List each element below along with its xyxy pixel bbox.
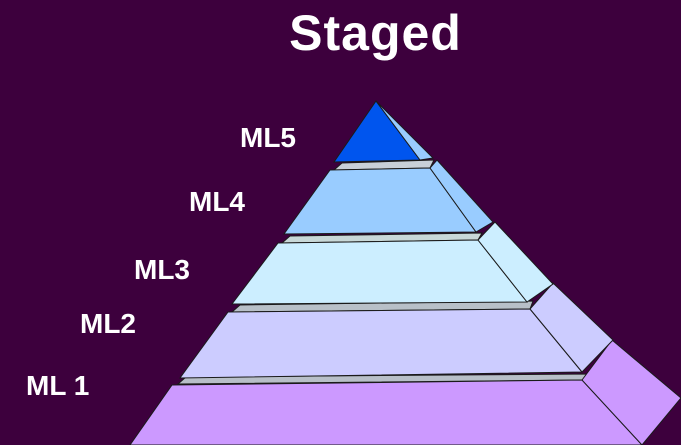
level-label-ml2: ML2: [80, 308, 136, 339]
level-label-ml1: ML 1: [26, 370, 90, 401]
level-label-ml5: ML5: [240, 122, 296, 153]
diagram-title: Staged: [289, 5, 462, 61]
tier-ml1-front: [129, 379, 643, 445]
tier-ml4-side: [429, 159, 494, 233]
level-label-ml3: ML3: [134, 254, 190, 285]
tier-ml1-side: [581, 339, 681, 445]
tier-ml2-front: [179, 308, 584, 379]
level-label-ml4: ML4: [189, 186, 245, 217]
tier-ml3-front: [230, 239, 529, 305]
tier-ml3-side: [477, 221, 554, 303]
tier-ml2-side: [529, 282, 614, 373]
tier-ml5-side: [375, 100, 435, 161]
